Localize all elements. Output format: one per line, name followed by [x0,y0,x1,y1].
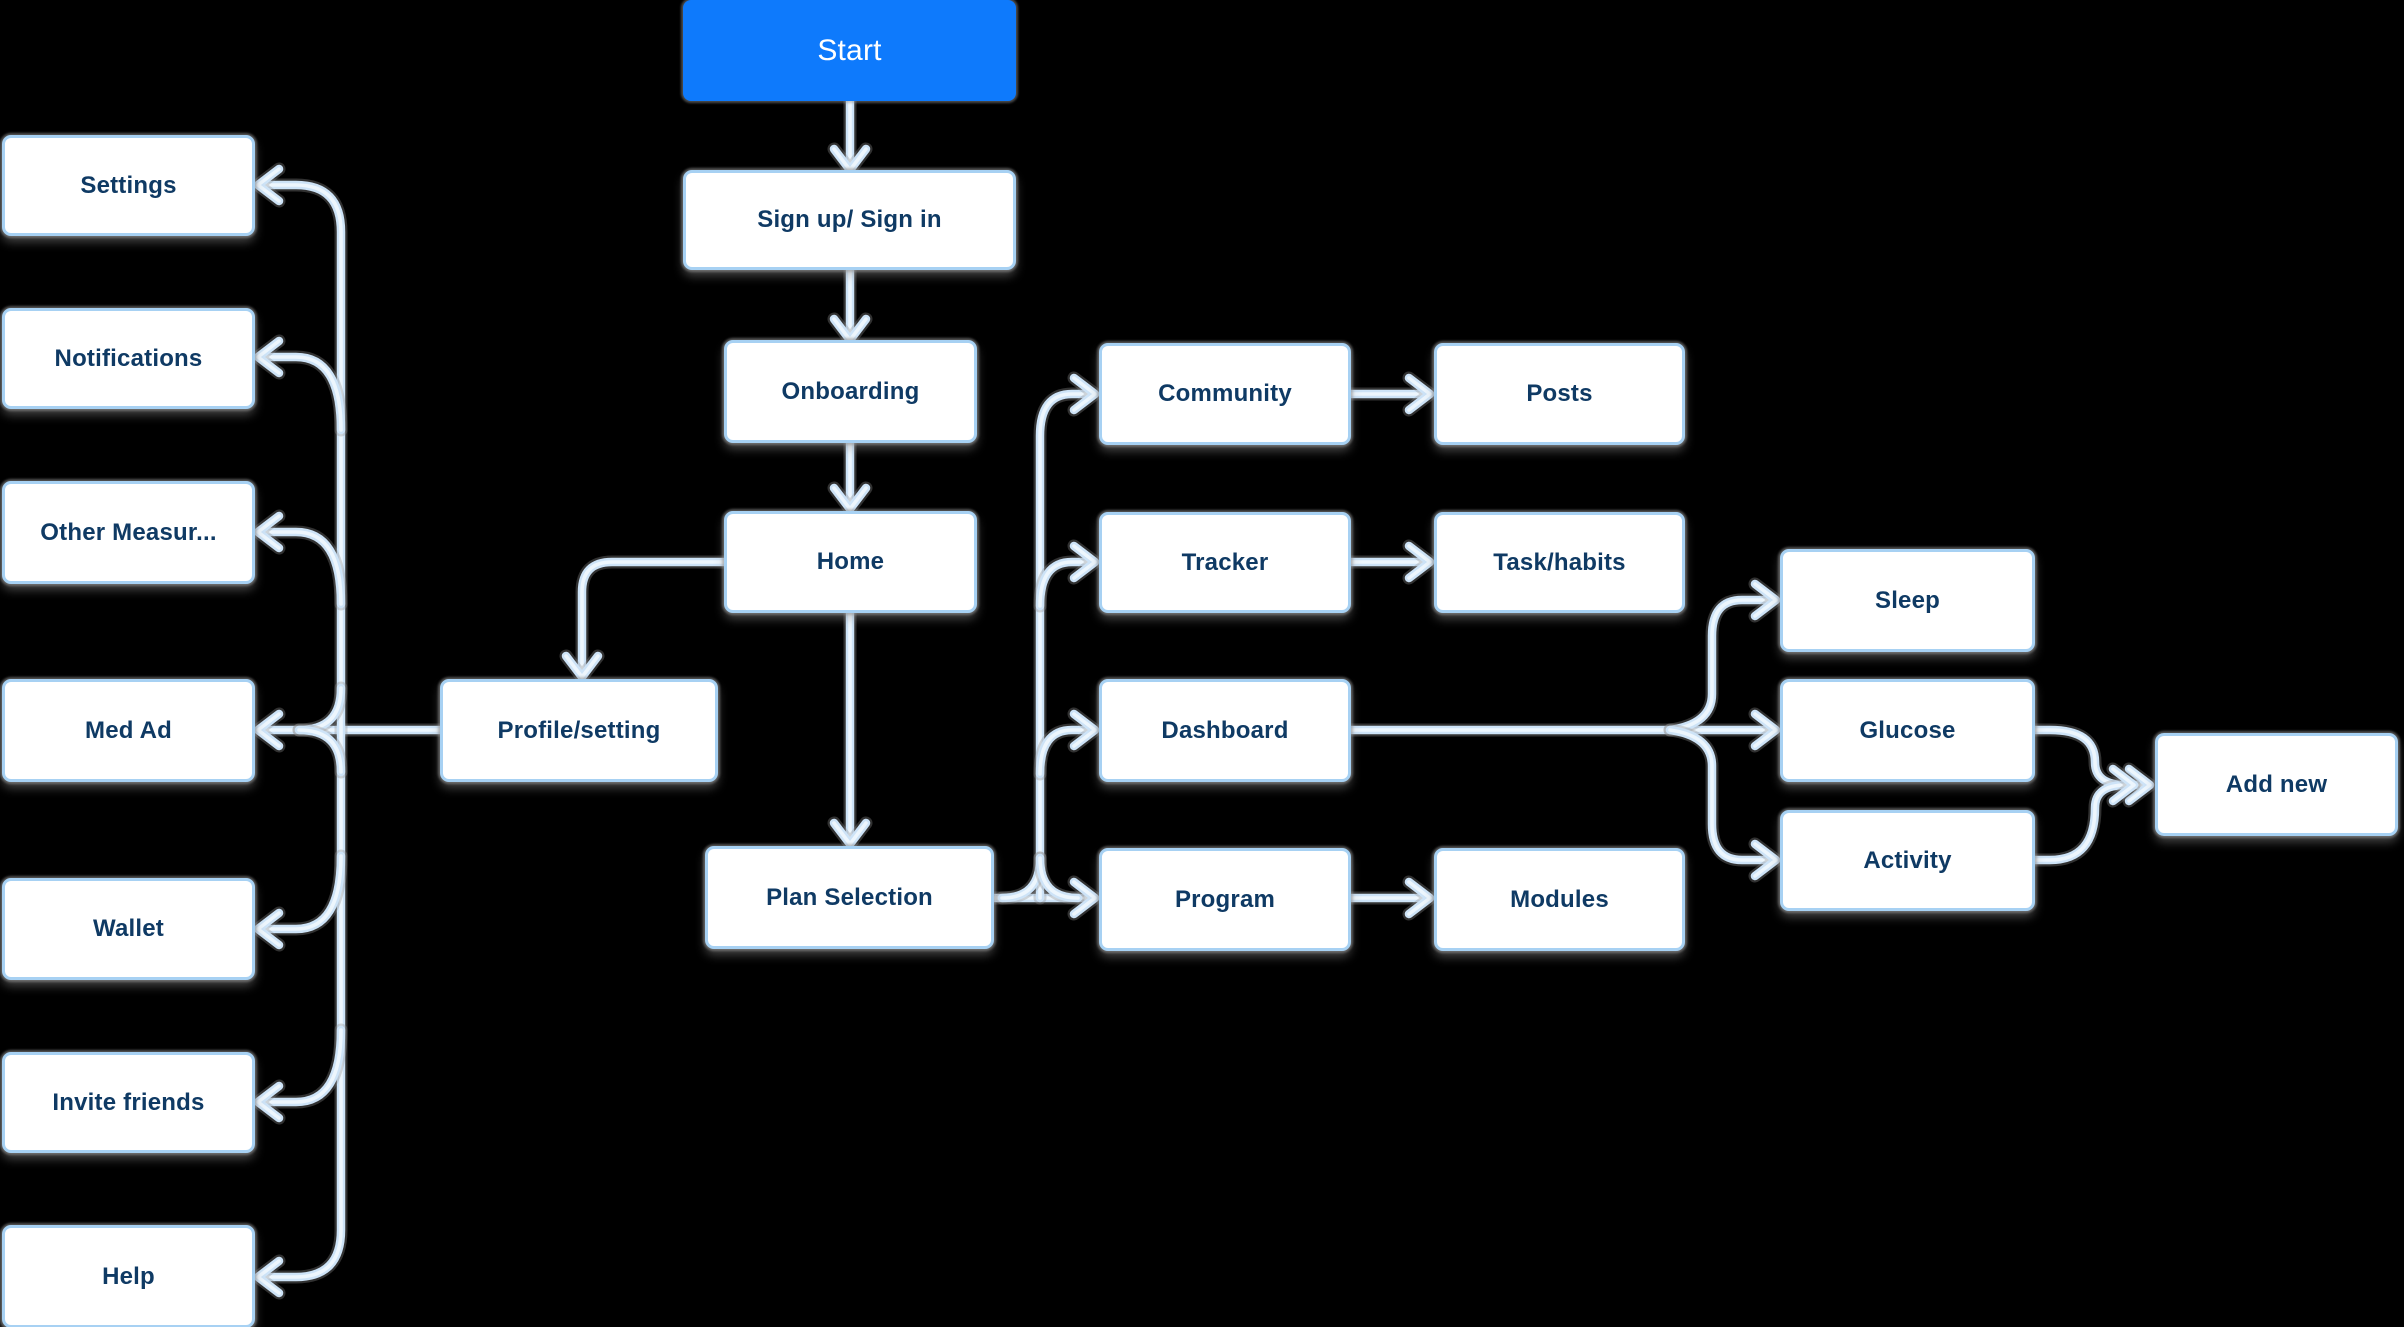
arrowhead-icon [1067,707,1102,753]
arrowhead-icon [1402,371,1437,417]
arrowhead-icon [1748,577,1783,623]
connector-edge [292,681,348,737]
node-modules[interactable]: Modules [1434,848,1685,951]
node-notifications[interactable]: Notifications [2,308,255,409]
node-program[interactable]: Program [1099,848,1351,951]
connector-edge [1033,387,1096,905]
connector-edge [995,851,1047,905]
node-other-measurements[interactable]: Other Measur... [2,481,255,584]
node-label: Program [1174,885,1276,913]
arrowhead-icon [251,906,286,952]
node-profile-setting[interactable]: Profile/setting [440,679,718,782]
node-wallet[interactable]: Wallet [2,878,255,980]
arrowhead-icon [827,312,873,347]
arrowhead-icon [1067,539,1102,585]
arrowhead-icon [251,162,286,208]
node-activity[interactable]: Activity [1780,810,2035,911]
node-label: Wallet [93,915,164,942]
node-label: Plan Selection [766,883,933,911]
node-task-habits[interactable]: Task/habits [1434,512,1685,613]
node-start[interactable]: Start [683,0,1016,101]
connector-edge [1033,851,1085,905]
node-posts[interactable]: Posts [1434,343,1685,445]
node-label: Other Measur... [40,518,217,546]
connector-edge [1033,723,1096,781]
node-add-new[interactable]: Add new [2155,733,2398,836]
node-glucose[interactable]: Glucose [1780,679,2035,782]
arrowhead-icon [251,1079,286,1125]
arrowhead-icon [1402,539,1437,585]
node-label: Posts [1526,380,1593,407]
connector-edge [259,350,348,437]
arrowhead-icon [827,481,873,516]
arrowhead-icon [1067,875,1102,921]
arrowhead-icon [827,816,873,851]
node-label: Profile/setting [497,716,661,744]
node-tracker[interactable]: Tracker [1099,512,1351,613]
node-label: Community [1158,380,1292,407]
node-settings[interactable]: Settings [2,135,255,236]
node-invite-friends[interactable]: Invite friends [2,1052,255,1153]
arrowhead-icon [2106,762,2141,808]
node-label: Activity [1863,846,1952,874]
arrowhead-icon [1067,371,1102,417]
connector-edge [2028,778,2151,867]
node-onboarding[interactable]: Onboarding [724,340,977,443]
arrowhead-icon [251,509,286,555]
connector-edge [259,178,348,1284]
connector-edge [259,525,348,611]
arrowhead-icon [251,707,286,753]
arrowhead-icon [559,649,605,684]
connector-edge [1663,723,1777,867]
node-label: Add new [2225,770,2328,798]
node-label: Home [816,548,885,575]
connector-edge [1033,555,1096,613]
node-label: Onboarding [781,377,920,405]
connector-edge [292,723,348,779]
node-sleep[interactable]: Sleep [1780,549,2035,652]
arrowhead-icon [251,334,286,380]
connector-edge [259,1023,348,1109]
arrowhead-icon [251,1254,286,1300]
node-label: Task/habits [1493,548,1626,576]
node-med-ad[interactable]: Med Ad [2,679,255,782]
node-label: Help [102,1262,155,1290]
arrowhead-icon [2122,762,2157,808]
arrowhead-icon [827,142,873,177]
node-label: Notifications [54,344,203,372]
node-plan-selection[interactable]: Plan Selection [705,846,994,949]
connector-edge [1663,593,1777,737]
node-label: Glucose [1859,716,1956,744]
node-label: Med Ad [85,716,172,744]
node-signup[interactable]: Sign up/ Sign in [683,170,1016,270]
node-home[interactable]: Home [724,511,977,613]
node-label: Modules [1510,885,1609,913]
node-community[interactable]: Community [1099,343,1351,445]
node-label: Sleep [1874,586,1941,614]
arrowhead-icon [1402,875,1437,921]
arrowhead-icon [1748,707,1783,753]
node-label: Settings [80,171,177,199]
connector-edge [2028,723,2151,792]
connector-edge [575,555,731,678]
node-dashboard[interactable]: Dashboard [1099,679,1351,782]
connector-edge [259,849,348,936]
arrowhead-icon [1748,837,1783,883]
node-help[interactable]: Help [2,1225,255,1327]
node-label: Start [817,33,882,67]
node-label: Tracker [1181,548,1269,576]
node-label: Sign up/ Sign in [757,206,942,233]
node-label: Invite friends [52,1088,205,1116]
node-label: Dashboard [1161,716,1289,744]
